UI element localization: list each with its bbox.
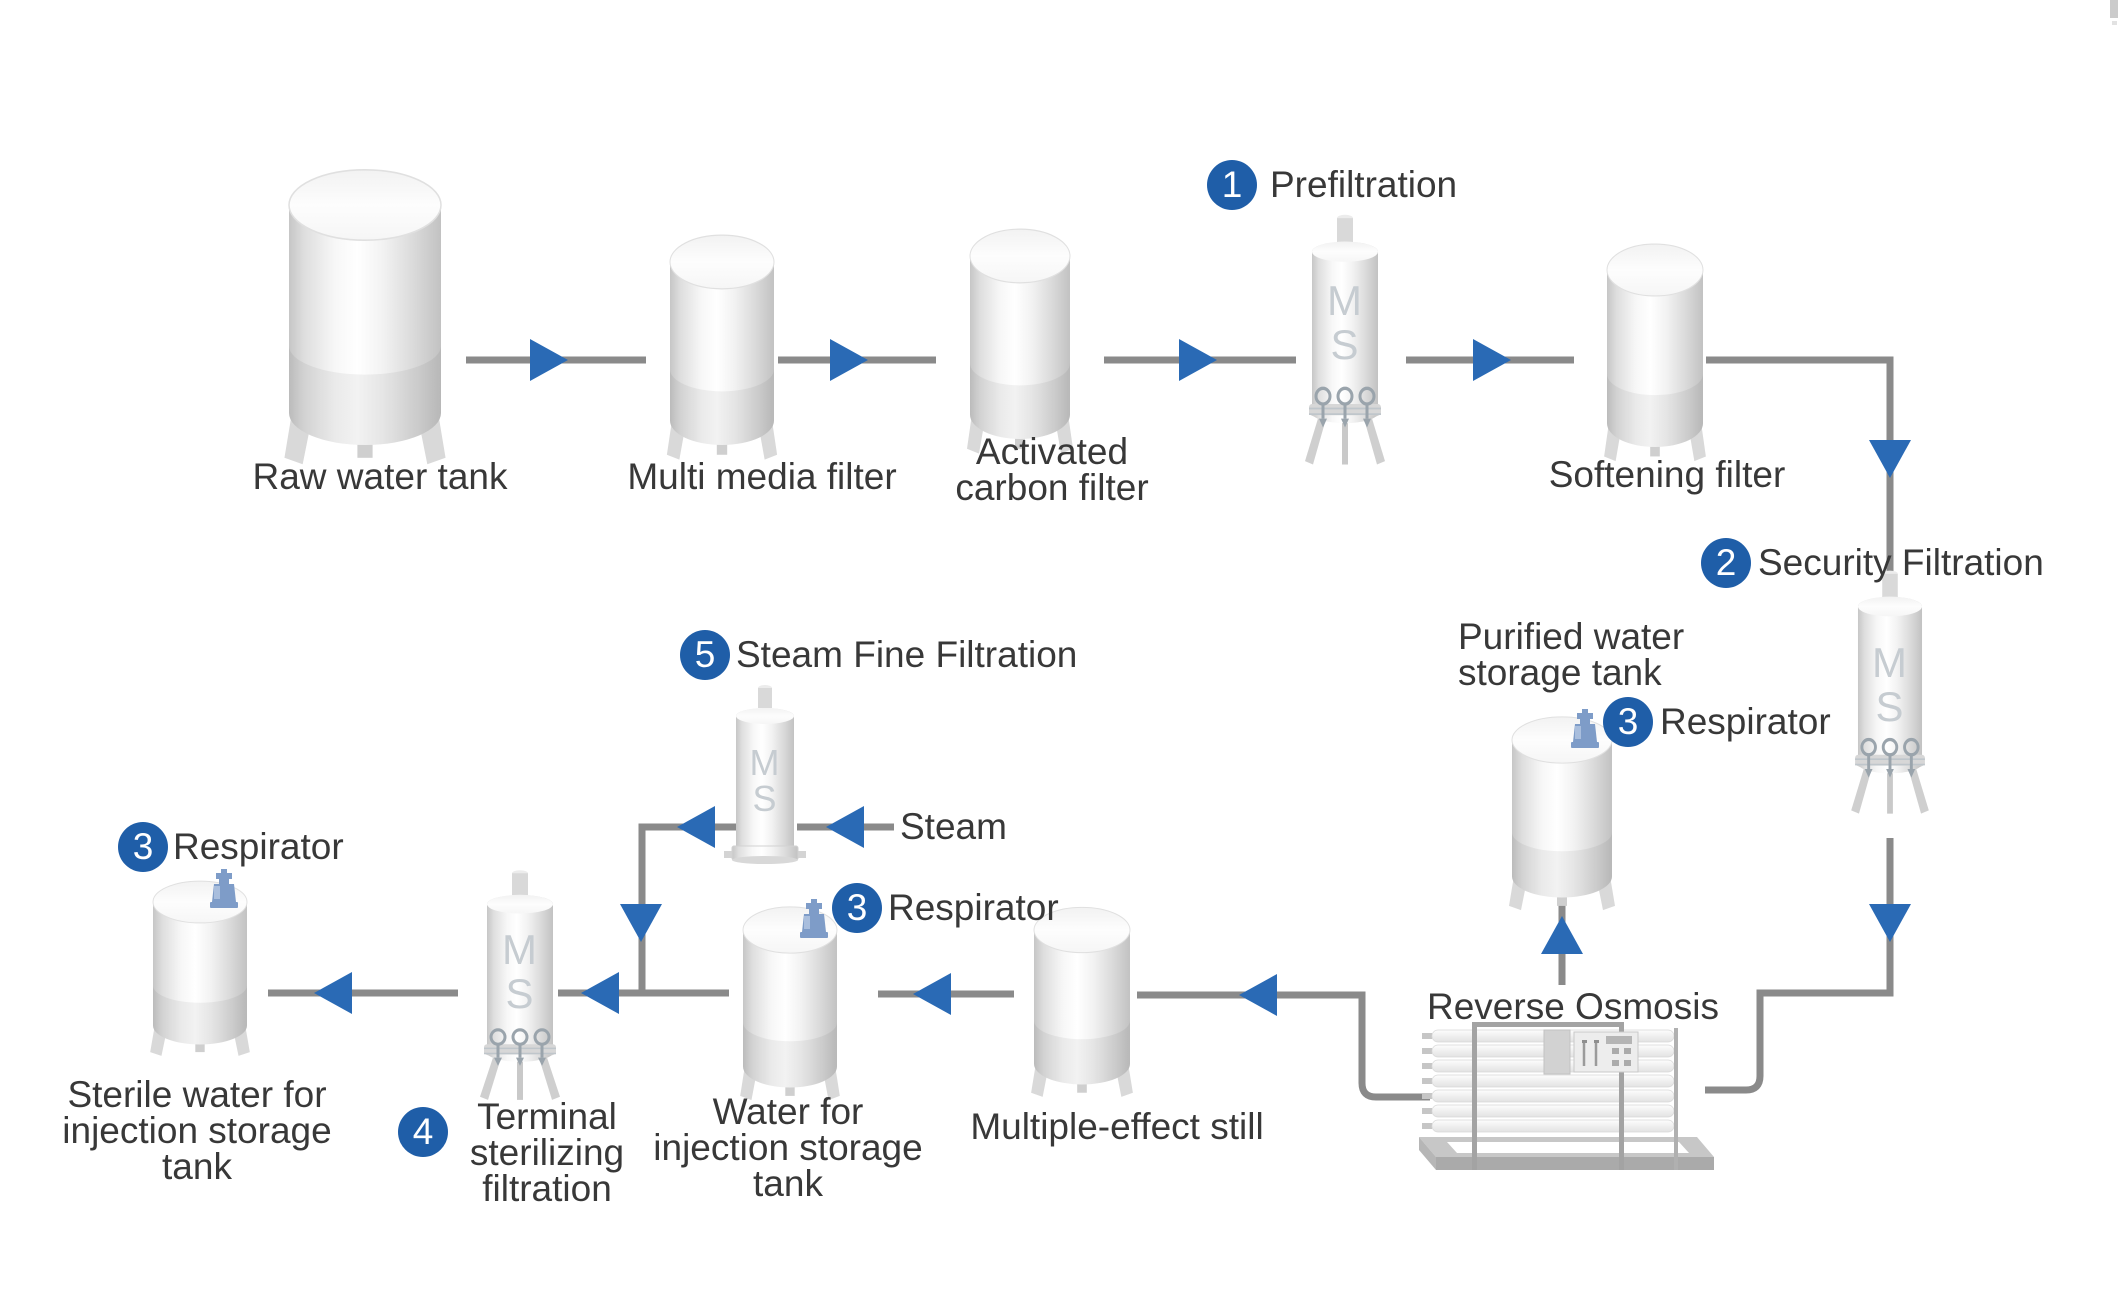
corner-artifact <box>2110 0 2118 25</box>
label-multi-media-filter: Multi media filter <box>627 456 897 497</box>
vessel-mark-ms: M S <box>1872 641 1908 729</box>
label-line: tank <box>753 1163 823 1204</box>
purified-water-tank-graphic <box>1508 716 1616 911</box>
arrow-left-icon <box>581 972 619 1014</box>
label-purified-water-tank: Purified water storage tank <box>1458 616 1685 693</box>
raw-water-tank-graphic <box>283 169 447 466</box>
label-line: storage tank <box>1458 652 1662 693</box>
label-raw-water-tank: Raw water tank <box>252 456 508 497</box>
softening-filter-graphic <box>1603 243 1707 462</box>
label-softening-filter: Softening filter <box>1548 454 1786 495</box>
stage-label-respirator: Respirator <box>173 826 344 867</box>
multi-media-filter-graphic <box>666 234 778 461</box>
stage-label-respirator: Respirator <box>1660 701 1831 742</box>
vessel-mark-ms: M S <box>750 745 781 817</box>
vessel-mark-s: S <box>1875 683 1905 730</box>
stage-badge-3: 3 <box>118 822 168 872</box>
vessel-mark-m: M <box>749 742 781 783</box>
reverse-osmosis-unit-graphic <box>1419 1022 1714 1170</box>
label-line: filtration <box>482 1168 612 1209</box>
activated-carbon-filter-graphic <box>966 228 1074 455</box>
vessel-mark-ms: M S <box>1327 279 1363 367</box>
arrow-up-icon <box>1541 916 1583 954</box>
arrow-left-icon <box>913 973 951 1015</box>
respirator-valve-icon <box>1571 709 1599 748</box>
label-multiple-effect-still: Multiple-effect still <box>970 1106 1264 1147</box>
arrow-down-icon <box>620 904 662 942</box>
vessel-mark-m: M <box>502 926 538 973</box>
stage-label-terminal-sterilizing: Terminal sterilizing filtration <box>469 1096 625 1209</box>
respirator-valve-icon <box>800 899 828 938</box>
label-water-for-injection-tank: Water for injection storage tank <box>653 1091 923 1204</box>
vessel-mark-m: M <box>1327 277 1363 324</box>
vessel-mark-m: M <box>1872 639 1908 686</box>
label-line: Terminal <box>477 1096 617 1137</box>
pipe-ro-to-still <box>1137 991 1430 1101</box>
vessel-mark-s: S <box>1330 321 1360 368</box>
arrow-down-icon <box>1869 904 1911 942</box>
arrow-left-icon <box>314 972 352 1014</box>
arrow-right-icon <box>530 339 568 381</box>
label-line: injection storage <box>62 1110 332 1151</box>
label-line: carbon filter <box>955 467 1149 508</box>
control-panel <box>1573 1031 1639 1073</box>
label-steam: Steam <box>900 806 1007 847</box>
stage-badge-3: 3 <box>832 883 882 933</box>
label-line: Sterile water for <box>67 1074 327 1115</box>
stage-badge-4: 4 <box>398 1107 448 1157</box>
stage-badge-2: 2 <box>1701 538 1751 588</box>
stage-badge-5: 5 <box>680 630 730 680</box>
stage-label-respirator: Respirator <box>888 887 1059 928</box>
multiple-effect-still-graphic <box>1030 906 1134 1098</box>
label-line: sterilizing <box>469 1132 625 1173</box>
stage-label-prefiltration: Prefiltration <box>1270 164 1458 205</box>
stage-label-security-filtration: Security Filtration <box>1758 542 2044 583</box>
respirator-valve-icon <box>210 869 238 908</box>
label-activated-carbon-filter: Activated carbon filter <box>955 431 1149 508</box>
pipe-security-to-ro <box>1705 838 1894 1094</box>
flow-arrowheads <box>314 339 1911 1016</box>
arrow-left-icon <box>1239 974 1277 1016</box>
arrow-down-icon <box>1869 440 1911 478</box>
stage-badge-1: 1 <box>1207 160 1257 210</box>
vessel-mark-s: S <box>505 970 535 1017</box>
vessel-mark-ms: M S <box>502 928 538 1016</box>
label-sterile-water-tank: Sterile water for injection storage tank <box>62 1074 332 1187</box>
arrow-left-icon <box>677 806 715 848</box>
label-line: Activated <box>975 431 1129 472</box>
pipe-softening-to-security <box>1706 356 1894 575</box>
vessel-mark-s: S <box>752 778 778 819</box>
stage-label-steam-fine-filtration: Steam Fine Filtration <box>736 634 1078 675</box>
label-line: Purified water <box>1458 616 1685 657</box>
label-reverse-osmosis: Reverse Osmosis <box>1427 986 1719 1027</box>
stage-badge-3: 3 <box>1603 697 1653 747</box>
label-line: Water for <box>712 1091 864 1132</box>
arrow-right-icon <box>1179 339 1217 381</box>
arrow-right-icon <box>1473 339 1511 381</box>
label-line: injection storage <box>653 1127 923 1168</box>
label-line: tank <box>162 1146 232 1187</box>
arrow-right-icon <box>830 339 868 381</box>
arrow-left-icon <box>826 806 864 848</box>
